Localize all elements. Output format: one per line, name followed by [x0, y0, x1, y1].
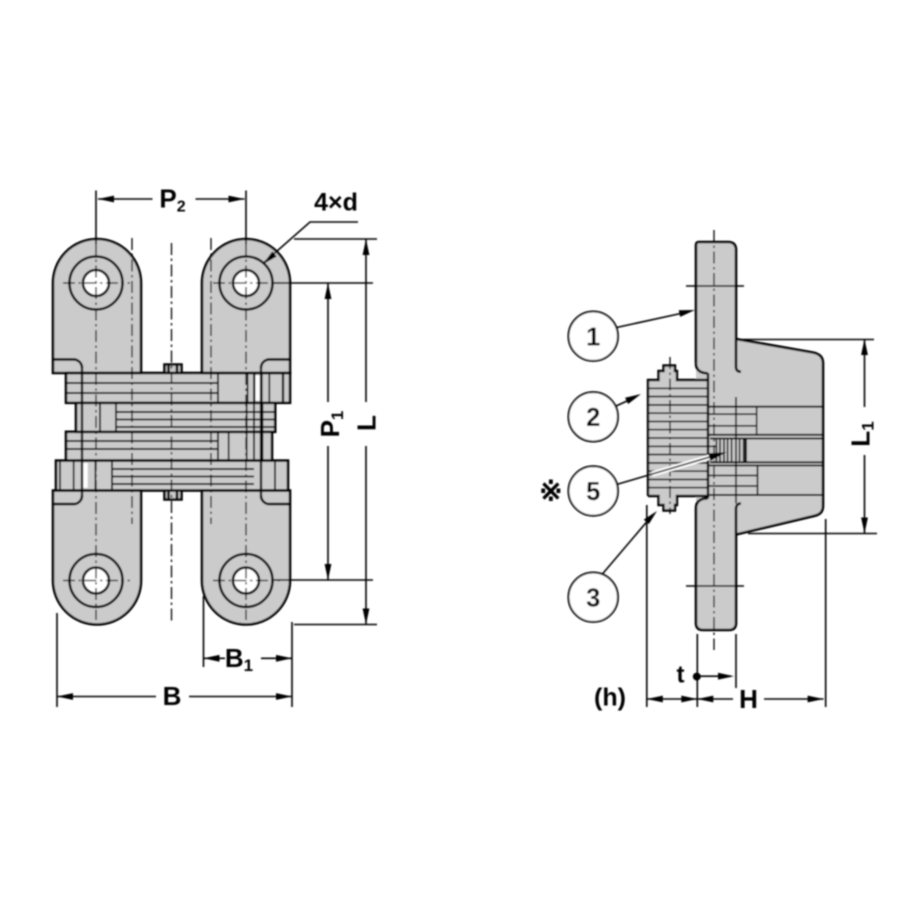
svg-text:B: B: [163, 681, 182, 711]
svg-text:(h): (h): [594, 684, 626, 712]
svg-text:※: ※: [539, 476, 562, 507]
svg-text:H: H: [739, 684, 758, 714]
svg-text:L: L: [351, 415, 381, 431]
svg-text:2: 2: [586, 404, 600, 432]
svg-text:3: 3: [586, 584, 600, 612]
svg-text:5: 5: [586, 478, 600, 506]
svg-text:4×d: 4×d: [314, 189, 358, 217]
svg-text:t: t: [677, 662, 685, 689]
svg-text:1: 1: [586, 323, 600, 351]
